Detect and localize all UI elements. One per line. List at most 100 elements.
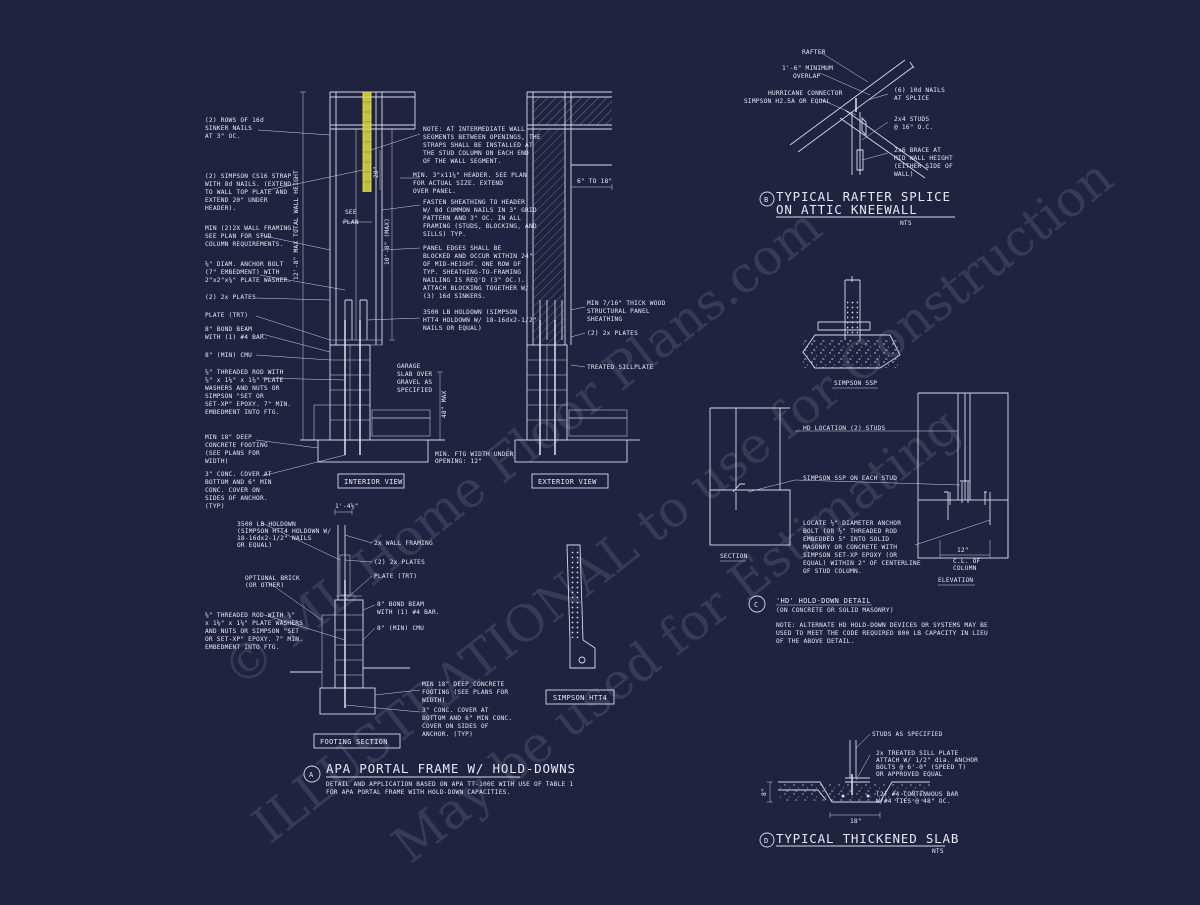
note: EQUAL) WITHIN 2" OF CENTERLINE bbox=[803, 560, 921, 567]
note: NOTE: ALTERNATE HD HOLD-DOWN DEVICES OR … bbox=[776, 622, 988, 629]
note: WITH (1) #4 BAR. bbox=[205, 334, 268, 341]
detail-a-title-block: A APA PORTAL FRAME W/ HOLD-DOWNS DETAIL … bbox=[303, 761, 575, 796]
note: BOTTOM AND 6" MIN bbox=[205, 479, 272, 486]
note: OVERLAP bbox=[793, 73, 821, 80]
footing-notes: 1'-4⅛" 3500 LB HOLDOWN (SIMPSON HTT4 HOL… bbox=[205, 501, 512, 738]
note: ⅝" THREADED ROD WITH ⅝" bbox=[205, 611, 295, 619]
note: TO WALL TOP PLATE AND bbox=[205, 189, 288, 196]
note: RAFTER bbox=[802, 49, 826, 56]
note: TYP. SHEATHING-TO-FRAMING bbox=[423, 269, 521, 276]
note: 1'-6" MINIMUM bbox=[782, 65, 833, 72]
note: OR EQUAL) bbox=[237, 542, 272, 549]
note: OPENING: 12" bbox=[435, 458, 482, 465]
note: ANCHOR. (TYP) bbox=[422, 731, 473, 738]
note: BOLT (OR ½" THREADED ROD bbox=[803, 527, 897, 535]
note: (2) #4 CONTINUOUS BAR bbox=[876, 791, 959, 798]
note: 3500 LB HOLDOWN bbox=[237, 521, 296, 528]
note: (6) 10d NAILS bbox=[894, 87, 945, 94]
detail-b-marker: B bbox=[764, 196, 769, 204]
note: W/ 8d COMMON NAILS IN 3" GRID bbox=[423, 207, 537, 214]
note: OF STUD COLUMN. bbox=[803, 568, 862, 575]
note: PANEL EDGES SHALL BE bbox=[423, 245, 502, 252]
note: MASONRY OR CONCRETE WITH bbox=[803, 544, 897, 551]
note: MIN 18" DEEP CONCRETE bbox=[422, 681, 505, 688]
note: GRAVEL AS bbox=[397, 379, 432, 386]
note: EMBEDDED 5" INTO SOLID bbox=[803, 536, 889, 543]
note: 8" (MIN) CMU bbox=[205, 352, 252, 359]
note: SLAB OVER bbox=[397, 371, 432, 378]
note: EXTEND 20" UNDER bbox=[205, 197, 268, 204]
detail-b-drawing bbox=[789, 51, 929, 179]
note: SHEATHING bbox=[587, 316, 622, 323]
note: (2) 2x PLATES bbox=[587, 330, 638, 337]
interior-view-label: INTERIOR VIEW bbox=[337, 473, 405, 489]
note: USED TO MEET THE CODE REQUIRED 800 LB CA… bbox=[776, 630, 988, 637]
footing-section-drawing bbox=[261, 509, 421, 715]
note: FRAMING (STUDS, BLOCKING, AND bbox=[423, 223, 537, 230]
note: 2x4 STUDS bbox=[894, 116, 929, 123]
detail-d-title: TYPICAL THICKENED SLAB bbox=[776, 831, 959, 846]
note: ATTACH BLOCKING TOGETHER W/ bbox=[423, 285, 529, 292]
note: ⅝" DIAM. ANCHOR BOLT bbox=[205, 260, 284, 268]
note: PATTERN AND 3" OC. IN ALL bbox=[423, 215, 521, 222]
note: ⅝" THREADED ROD WITH bbox=[205, 368, 284, 376]
detail-d-drawing bbox=[767, 733, 930, 818]
note: WALL) bbox=[894, 171, 914, 178]
note: SPECIFIED bbox=[397, 387, 432, 394]
dim-plan: PLAN bbox=[343, 219, 359, 226]
note: GARAGE bbox=[397, 363, 421, 370]
htt4-connector-drawing bbox=[566, 544, 596, 669]
note: EMBEDMENT INTO FTG. bbox=[205, 644, 280, 651]
note: MIN (2)2X WALL FRAMING. bbox=[205, 225, 295, 232]
note: 2x WALL FRAMING bbox=[374, 540, 433, 547]
note: SIMPSON H2.5A OR EQUAL bbox=[744, 98, 830, 105]
note: (SEE PLANS FOR bbox=[205, 450, 260, 457]
note: SINKER NAILS bbox=[205, 125, 252, 132]
note: (2) ROWS OF 16d bbox=[205, 117, 264, 124]
detail-b-title-block: B TYPICAL RAFTER SPLICE ON ATTIC KNEEWAL… bbox=[759, 189, 955, 227]
note: COLUMN REQUIREMENTS. bbox=[205, 241, 284, 248]
detail-c-title-block: C 'HD' HOLD-DOWN DETAIL (ON CONCRETE OR … bbox=[748, 595, 988, 645]
note: HTT4 HOLDOWN W/ 18-16dx2-1/2" bbox=[423, 317, 537, 324]
note: MIN. FTG WIDTH UNDER bbox=[435, 451, 514, 458]
detail-a-desc: FOR APA PORTAL FRAME WITH HOLD-DOWN CAPA… bbox=[326, 789, 510, 796]
note: STUDS AS SPECIFIED bbox=[872, 731, 943, 738]
dim-20: 20" bbox=[373, 166, 380, 178]
interior-view-drawing bbox=[255, 91, 445, 477]
note: SEGMENTS BETWEEN OPENINGS, THE bbox=[423, 134, 541, 141]
note: FASTEN SHEATHING TO HEADER bbox=[423, 199, 525, 206]
note: 3500 LB HOLDOWN (SIMPSON bbox=[423, 309, 517, 316]
footing-section-label: FOOTING SECTION bbox=[313, 733, 401, 749]
note: @ 16" O.C. bbox=[894, 124, 933, 131]
note: NOTE: AT INTERMEDIATE WALL bbox=[423, 126, 525, 133]
detail-b-nts: NTS bbox=[900, 220, 912, 227]
note: (2) 2x PLATES bbox=[374, 559, 425, 566]
note: 3" CONC. COVER AT bbox=[422, 707, 489, 714]
dim-8: 8" bbox=[761, 788, 768, 796]
detail-c-subtitle: (ON CONCRETE OR SOLID MASONRY) bbox=[776, 607, 894, 614]
note: FOOTING (SEE PLANS FOR bbox=[422, 689, 508, 696]
note: BLOCKED AND OCCUR WITHIN 24" bbox=[423, 253, 533, 260]
detail-b-notes: RAFTER 1'-6" MINIMUM OVERLAP HURRICANE C… bbox=[744, 49, 953, 178]
label: FOOTING SECTION bbox=[320, 738, 388, 746]
dim-48-max: 48" MAX bbox=[441, 390, 448, 418]
dim-max-height: 10'-8" (MAX) bbox=[384, 218, 391, 265]
htt4-label: SIMPSON HTT4 bbox=[545, 689, 615, 705]
note: COVER ON SIDES OF bbox=[422, 723, 489, 730]
detail-d-nts: NTS bbox=[932, 848, 944, 855]
note: SIMPSON SSP ON EACH STUD bbox=[803, 475, 897, 482]
note: NAILS OR EQUAL) bbox=[423, 325, 482, 332]
note: 2"x2"x⅝" PLATE WASHER. bbox=[205, 276, 291, 284]
detail-a-marker: A bbox=[309, 771, 314, 779]
note: ATTACH W/ 1/2" dia. ANCHOR bbox=[876, 757, 978, 764]
interior-notes-left: (2) ROWS OF 16d SINKER NAILS AT 3" OC. (… bbox=[205, 117, 295, 510]
note: NAILING IS REQ'D (3" OC.). bbox=[423, 277, 525, 284]
note: OF MID-HEIGHT. ONE ROW OF bbox=[423, 261, 521, 268]
note: OR APPROVED EQUAL bbox=[876, 771, 943, 778]
interior-dimensions: SEE PLAN 12'-8" MAX TOTAL WALL HEIGHT 10… bbox=[293, 166, 514, 465]
elevation-label: ELEVATION bbox=[938, 577, 973, 584]
dim-note: COLUMN bbox=[953, 565, 977, 572]
interior-notes-right: NOTE: AT INTERMEDIATE WALL SEGMENTS BETW… bbox=[413, 126, 541, 332]
note: STRAPS SHALL BE INSTALLED AT bbox=[423, 142, 533, 149]
